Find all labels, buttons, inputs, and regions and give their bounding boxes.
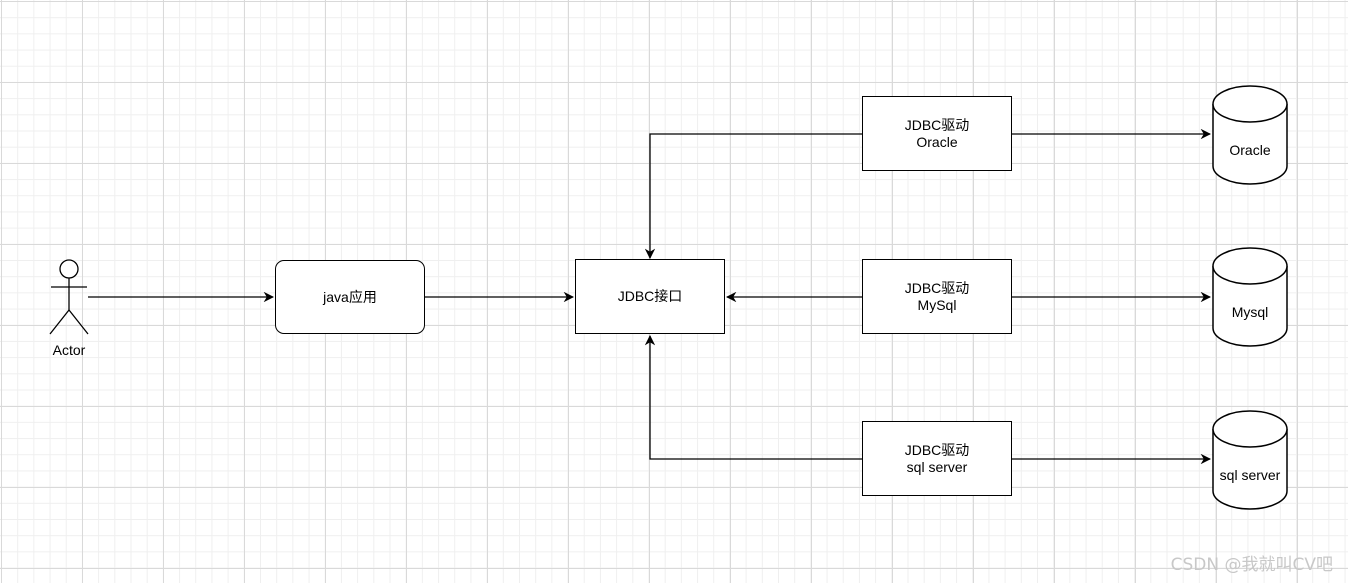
database-oracle-label: Oracle [1229,142,1271,158]
database-sqlserver-label: sql server [1219,467,1281,483]
actor-label: Actor [52,342,86,358]
driver-mysql-line1: JDBC驱动 [904,279,970,296]
watermark: CSDN @我就叫CV吧 [1170,555,1333,575]
actor-figure: Actor [44,256,94,366]
driver-oracle-line1: JDBC驱动 [904,116,970,133]
driver-oracle-line2: Oracle [916,133,958,150]
database-oracle: Oracle [1211,84,1289,186]
driver-oracle-node: JDBC驱动 Oracle [862,96,1012,171]
edge-oracle-driver-to-jdbc-interface [644,133,862,260]
java-app-label: java应用 [323,288,377,305]
driver-sqlserver-line2: sql server [906,458,968,475]
database-cylinder-icon [1212,85,1288,185]
database-cylinder-icon [1212,247,1288,347]
jdbc-interface-node: JDBC接口 [575,259,725,334]
database-mysql: Mysql [1211,246,1289,348]
database-sqlserver: sql server [1211,409,1289,511]
java-app-node: java应用 [275,260,425,334]
driver-sqlserver-node: JDBC驱动 sql server [862,421,1012,496]
database-cylinder-icon [1212,410,1288,510]
driver-sqlserver-line1: JDBC驱动 [904,441,970,458]
driver-mysql-line2: MySql [917,296,957,313]
edge-sqlserver-driver-to-jdbc-interface [644,334,862,460]
database-mysql-label: Mysql [1231,304,1269,320]
jdbc-interface-label: JDBC接口 [617,288,683,304]
actor-icon [49,259,89,335]
driver-mysql-node: JDBC驱动 MySql [862,259,1012,334]
